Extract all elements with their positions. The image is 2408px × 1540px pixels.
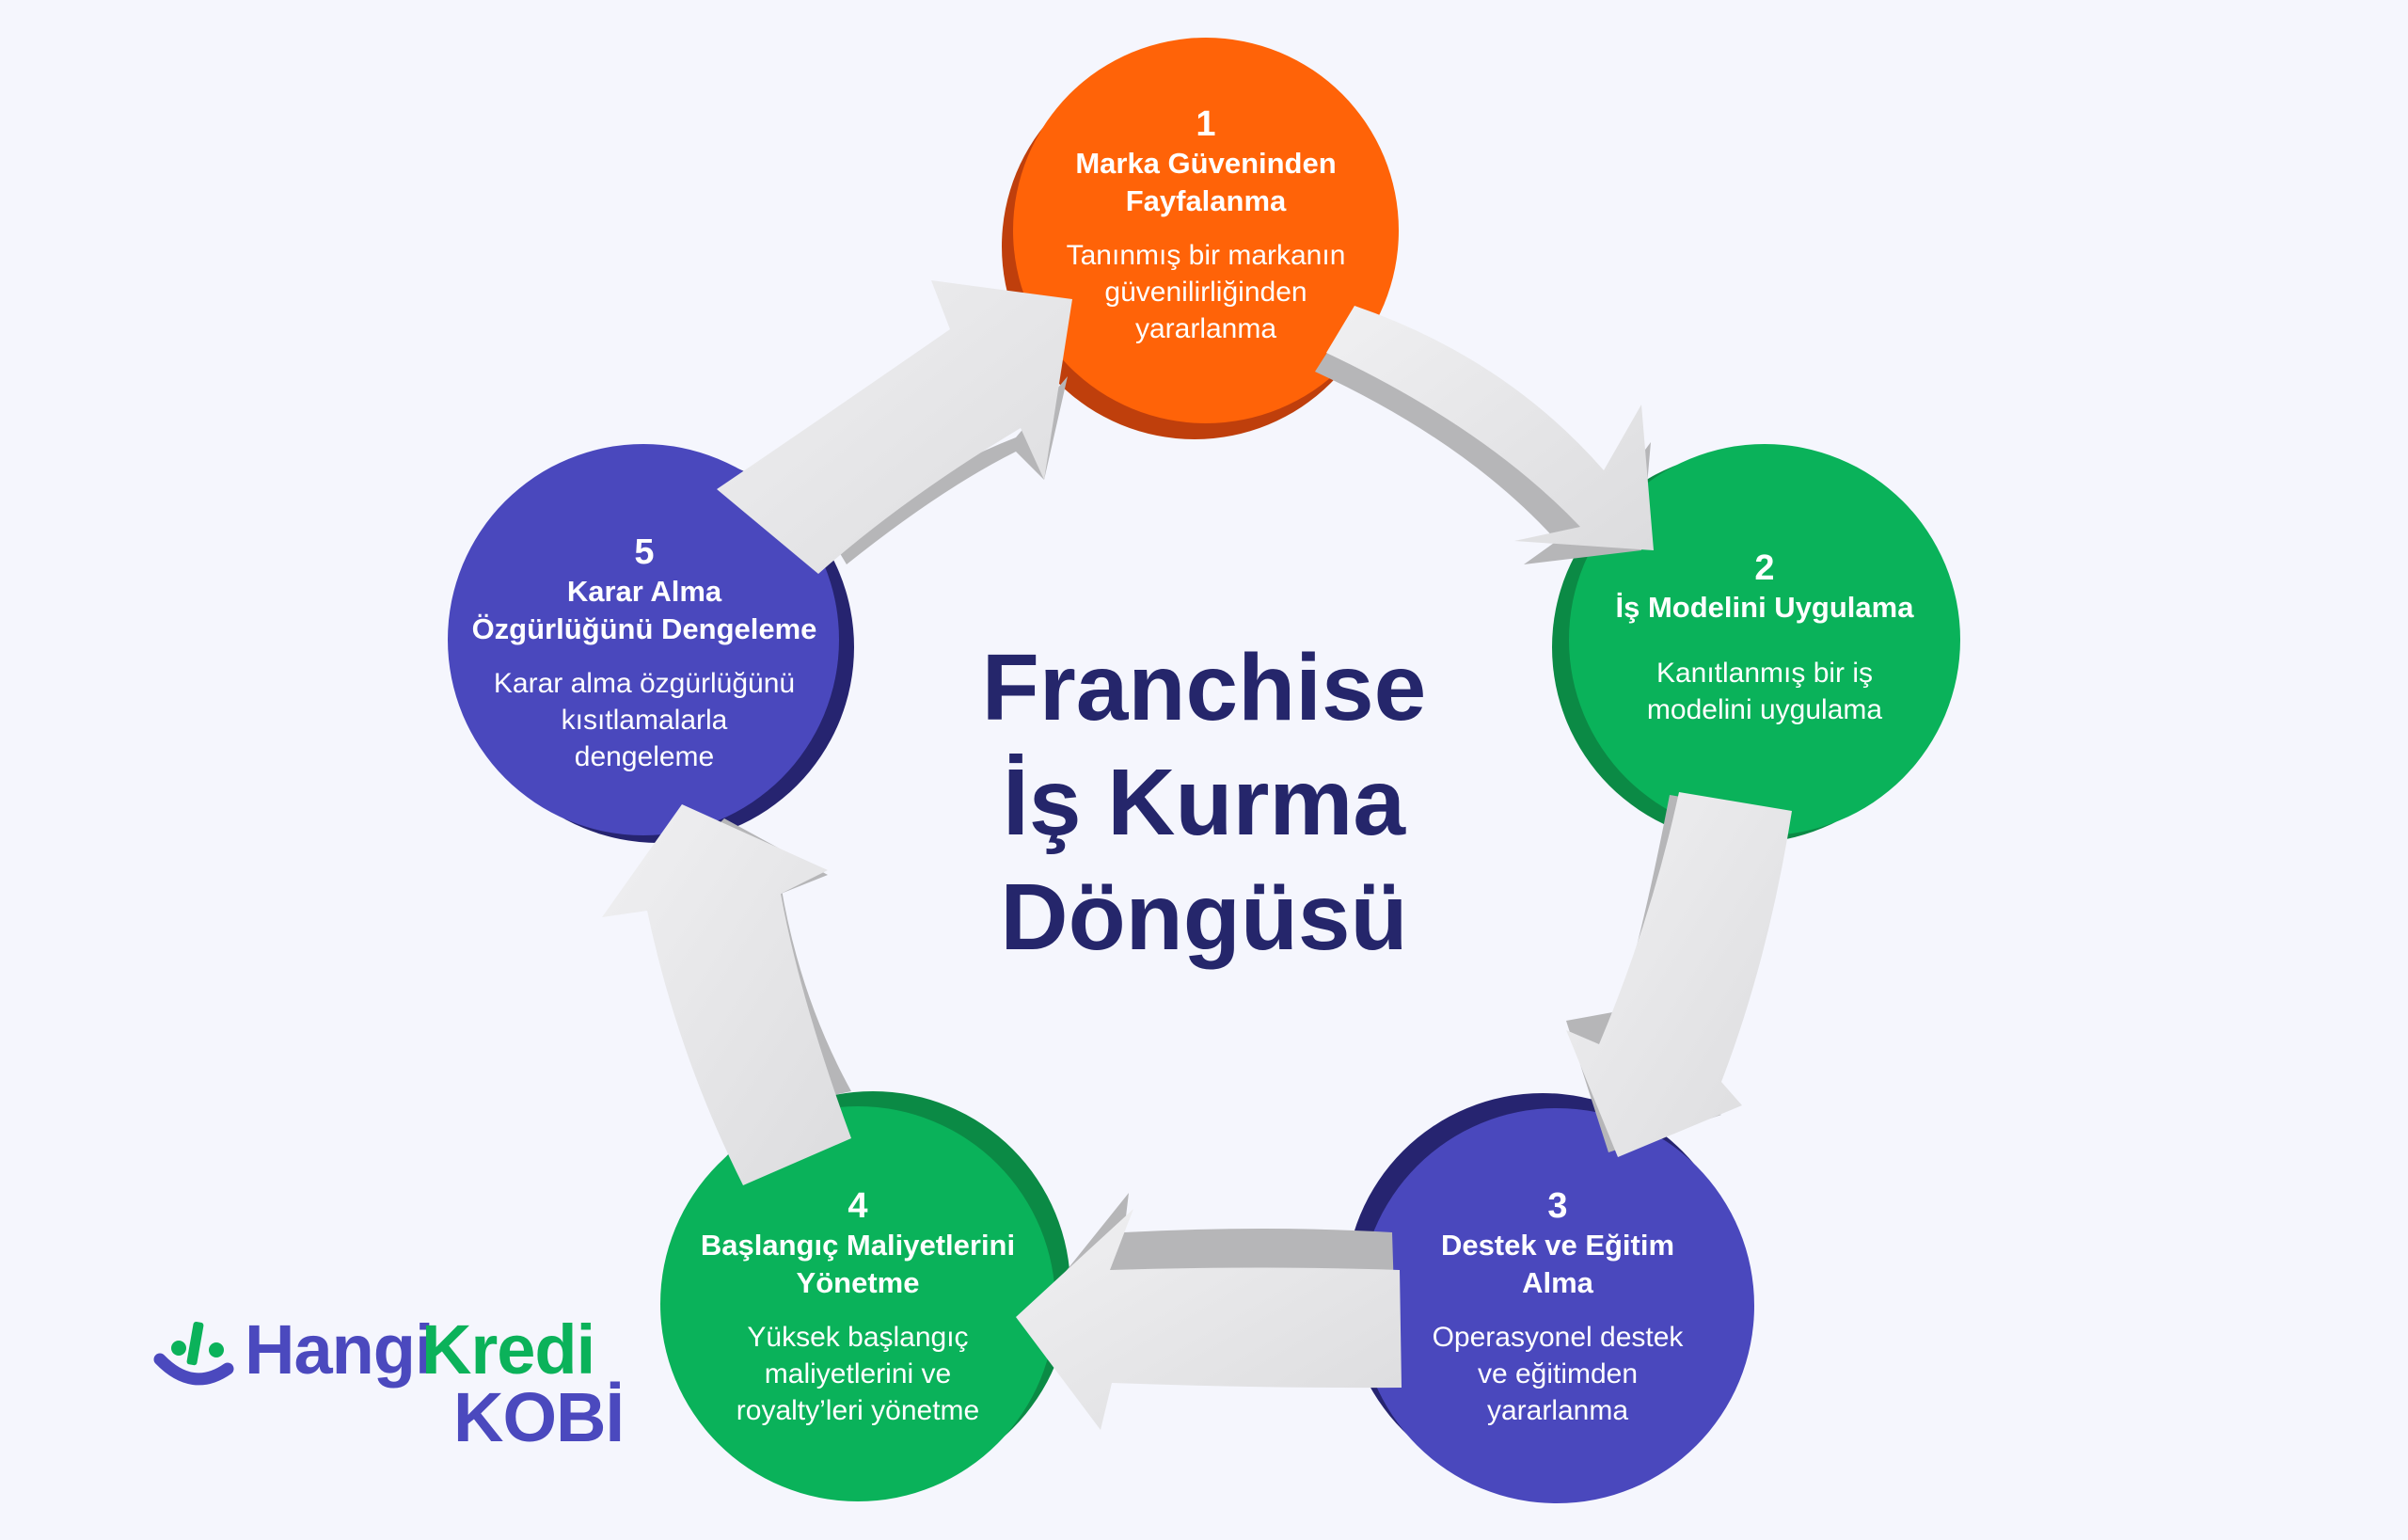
step-1-desc-line-1: Tanınmış bir markanın [1066,240,1346,271]
step-4-description: Yüksek başlangıç maliyetlerini ve royalt… [670,1319,1046,1429]
step-1-title-line-1: Marka Güveninden [1075,147,1337,180]
step-1-title-line-2: Fayfalanma [1125,184,1287,217]
logo-brand-part-2: Kredi [421,1310,595,1389]
step-2: 2 İş Modelini Uygulama Kanıtlanmış bir i… [1576,548,1953,728]
step-5-number: 5 [634,532,655,572]
step-5-desc-line-1: Karar alma özgürlüğünü [493,668,796,699]
circle-4 [660,1106,1055,1501]
title-line-2: İş Kurma [1003,750,1405,855]
step-5-title-line-2: Özgürlüğünü Dengeleme [471,612,817,645]
step-3-title-line-1: Destek ve Eğitim [1440,1229,1675,1262]
circle-1 [1013,38,1399,423]
circle-2 [1569,444,1960,835]
smile-percent-icon [153,1321,234,1386]
step-2-description: Kanıtlanmış bir iş modelini uygulama [1576,655,1953,728]
title-line-1: Franchise [981,635,1427,740]
step-2-desc-line-2: modelini uygulama [1646,694,1883,725]
step-5-desc-line-3: dengeleme [574,741,715,772]
step-5-desc-line-2: kısıtlamalarla [561,705,728,736]
step-4-title-line-2: Yönetme [796,1266,920,1299]
step-3-desc-line-1: Operasyonel destek [1432,1322,1684,1353]
step-3-desc-line-3: yararlanma [1486,1395,1629,1426]
step-1-number: 1 [1196,104,1216,144]
step-5-description: Karar alma özgürlüğünü kısıtlamalarla de… [456,665,832,775]
step-2-number: 2 [1754,548,1775,588]
circle-faces [448,38,1960,1503]
arrow-1-to-2 [1315,306,1654,564]
circle-3 [1359,1108,1754,1503]
diagram-title: Franchise İş Kurma Döngüsü [922,630,1486,975]
arrow-2-to-3 [1566,792,1792,1157]
step-4-title-line-1: Başlangıç Maliyetlerini [700,1229,1016,1262]
step-3-title-line-2: Alma [1522,1266,1593,1299]
step-1-desc-line-2: güvenilirliğinden [1104,277,1307,308]
arrow-4-to-5 [602,804,851,1185]
logo-brand-part-1: Hangi [245,1310,435,1389]
step-3: 3 Destek ve Eğitim Alma Operasyonel dest… [1370,1185,1746,1429]
hangikredi-kobi-logo: Hangi Kredi KOBİ [150,1312,640,1463]
step-4-desc-line-2: maliyetlerini ve [764,1358,952,1389]
circle-5 [448,444,839,835]
step-2-title-line-1: İş Modelini Uygulama [1615,591,1914,624]
step-2-desc-line-1: Kanıtlanmış bir iş [1656,658,1874,689]
step-5-title-line-1: Karar Alma [566,575,722,608]
step-4-desc-line-3: royalty’leri yönetme [736,1395,980,1426]
step-1: 1 Marka Güveninden Fayfalanma Tanınmış b… [1018,103,1394,347]
step-3-desc-line-2: ve eğitimden [1477,1358,1639,1389]
step-3-description: Operasyonel destek ve eğitimden yararlan… [1370,1319,1746,1429]
logo-sub: KOBİ [453,1378,625,1456]
step-5: 5 Karar Alma Özgürlüğünü Dengeleme Karar… [456,532,832,775]
step-3-number: 3 [1547,1186,1568,1226]
step-4: 4 Başlangıç Maliyetlerini Yönetme Yüksek… [670,1185,1046,1429]
step-1-description: Tanınmış bir markanın güvenilirliğinden … [1018,237,1394,347]
arrow-3-to-4 [1016,1193,1402,1430]
step-1-desc-line-3: yararlanma [1134,313,1277,344]
step-4-desc-line-1: Yüksek başlangıç [747,1322,969,1353]
step-4-number: 4 [848,1186,868,1226]
title-line-3: Döngüsü [1000,865,1408,970]
arrow-5-to-1 [717,280,1072,574]
